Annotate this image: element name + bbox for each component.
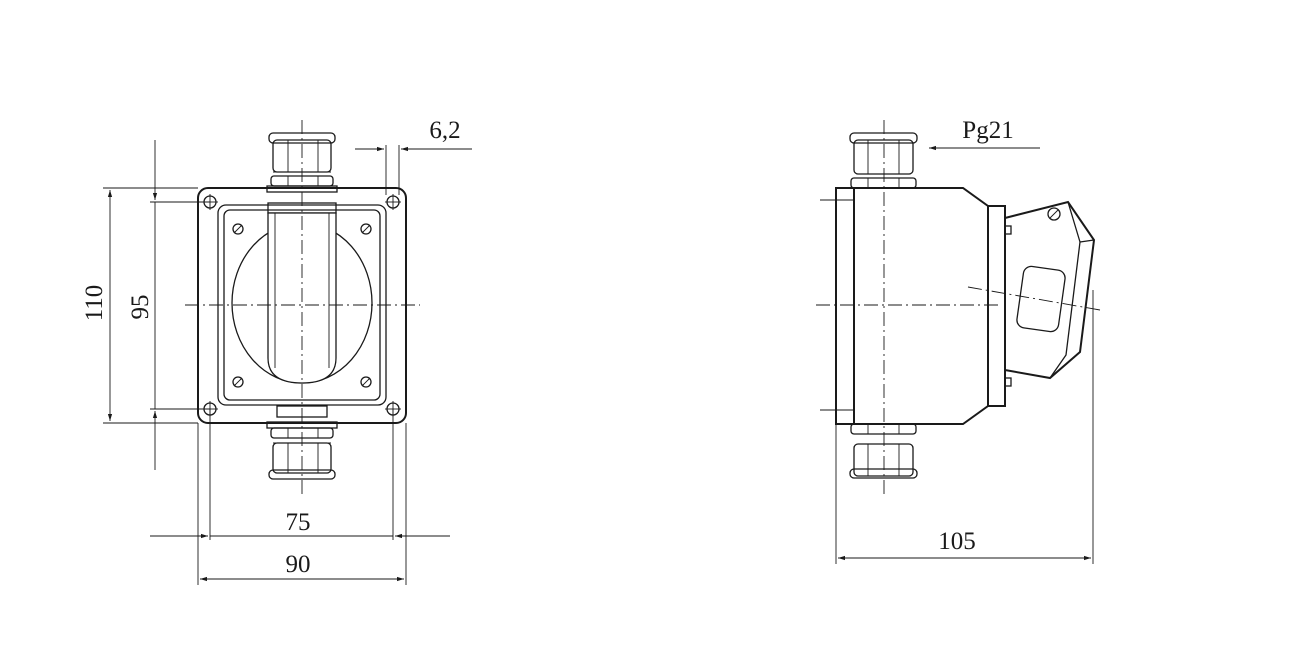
dim-label-90: 90 [286, 551, 311, 578]
mounting-hole-icon [385, 194, 401, 210]
dimension-95: 95 [127, 140, 210, 470]
dimension-75: 75 [150, 409, 450, 540]
screw-icon [360, 223, 372, 235]
gland-label: Pg21 [962, 117, 1013, 144]
hinge-icon [1047, 207, 1061, 221]
dimension-90: 90 [197, 423, 407, 585]
dim-label-105: 105 [938, 528, 976, 555]
dimension-105: 105 [835, 290, 1094, 564]
dim-label-110: 110 [81, 285, 108, 322]
pg21-callout: Pg21 [929, 117, 1040, 151]
screw-icon [360, 376, 372, 388]
screw-icon [232, 376, 244, 388]
front-view: 110 95 75 90 [81, 117, 472, 585]
side-top-cable-gland [849, 132, 918, 189]
screw-icon [232, 223, 244, 235]
dim-label-75: 75 [286, 509, 311, 536]
side-bottom-cable-gland [849, 423, 918, 479]
side-housing [820, 187, 1096, 425]
dimension-110: 110 [81, 187, 198, 424]
side-view: Pg21 105 [816, 117, 1101, 564]
dim-label-95: 95 [127, 295, 154, 320]
dimension-6-2: 6,2 [355, 117, 472, 195]
side-socket-axis [967, 286, 1101, 311]
dim-label-6-2: 6,2 [429, 117, 460, 144]
